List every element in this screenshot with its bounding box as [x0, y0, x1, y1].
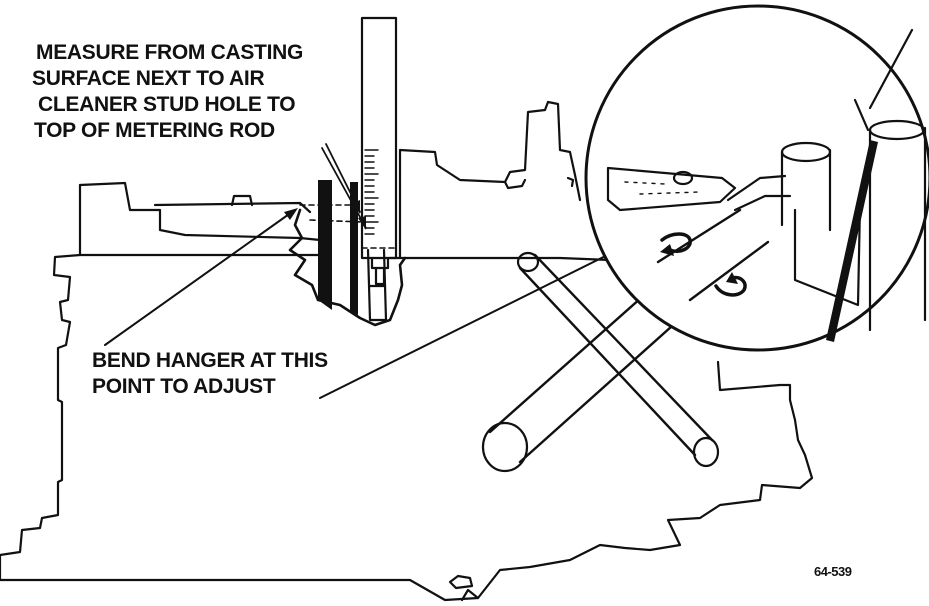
stud-bump — [230, 194, 254, 207]
magnified-detail-circle — [584, 4, 929, 352]
measure-leader-1 — [321, 147, 367, 229]
magnified-detail — [606, 28, 927, 342]
bracket-dashes — [624, 181, 701, 195]
measure-line-2: SURFACE NEXT TO AIR — [32, 67, 265, 90]
measure-arrowhead — [352, 200, 366, 230]
bottom-lug — [448, 574, 474, 590]
casting-wall-right — [350, 182, 358, 315]
measure-instruction-label: MEASURE FROM CASTING SURFACE NEXT TO AIR… — [32, 40, 304, 144]
bottom-notch — [460, 588, 480, 602]
bend-leader-left — [104, 211, 293, 346]
plate-vertical — [793, 203, 862, 307]
rotation-arrow-lower — [714, 275, 747, 297]
short-rod — [518, 253, 714, 457]
short-rod-top-end — [516, 251, 540, 273]
long-rod-end — [481, 421, 529, 473]
gauge-plunger — [370, 256, 390, 286]
post-right-top — [868, 119, 926, 141]
frame-edge — [853, 28, 914, 132]
figure-number: 64-539 — [814, 564, 852, 579]
rotation-arrowhead-lower — [726, 272, 738, 284]
bend-arrowhead-left — [284, 208, 298, 220]
measure-leader-2 — [325, 143, 361, 213]
rotation-arrowhead-upper — [660, 244, 674, 256]
vent-detail — [503, 176, 575, 190]
bend-line-1: BEND HANGER AT THIS — [92, 349, 328, 372]
hidden-line-gauge — [299, 204, 397, 249]
body-top-edge — [78, 253, 612, 262]
post-left-top — [780, 141, 832, 163]
upper-casting-ledge — [153, 201, 312, 214]
short-rod-bottom-end — [692, 436, 720, 468]
bend-instruction-label: BEND HANGER AT THIS POINT TO ADJUST — [92, 348, 328, 400]
post-left — [780, 148, 832, 232]
casting-wall — [318, 180, 332, 310]
hanger-bracket — [606, 166, 737, 212]
upper-casting-right — [398, 100, 582, 260]
upper-casting-left — [78, 181, 322, 242]
gauge-tick-marks — [364, 149, 379, 235]
measure-line-1: MEASURE FROM CASTING — [36, 41, 304, 64]
carburetor-body-outline — [0, 183, 814, 602]
measure-line-3: CLEANER STUD HOLE TO — [38, 93, 296, 116]
diagonal-plate — [826, 140, 878, 342]
hanger-screw — [672, 170, 694, 186]
rotation-arrow-upper — [660, 232, 692, 253]
depth-gauge-scale — [360, 16, 398, 260]
bend-line-2: POINT TO ADJUST — [92, 375, 276, 398]
measure-line-4: TOP OF METERING ROD — [34, 119, 275, 142]
